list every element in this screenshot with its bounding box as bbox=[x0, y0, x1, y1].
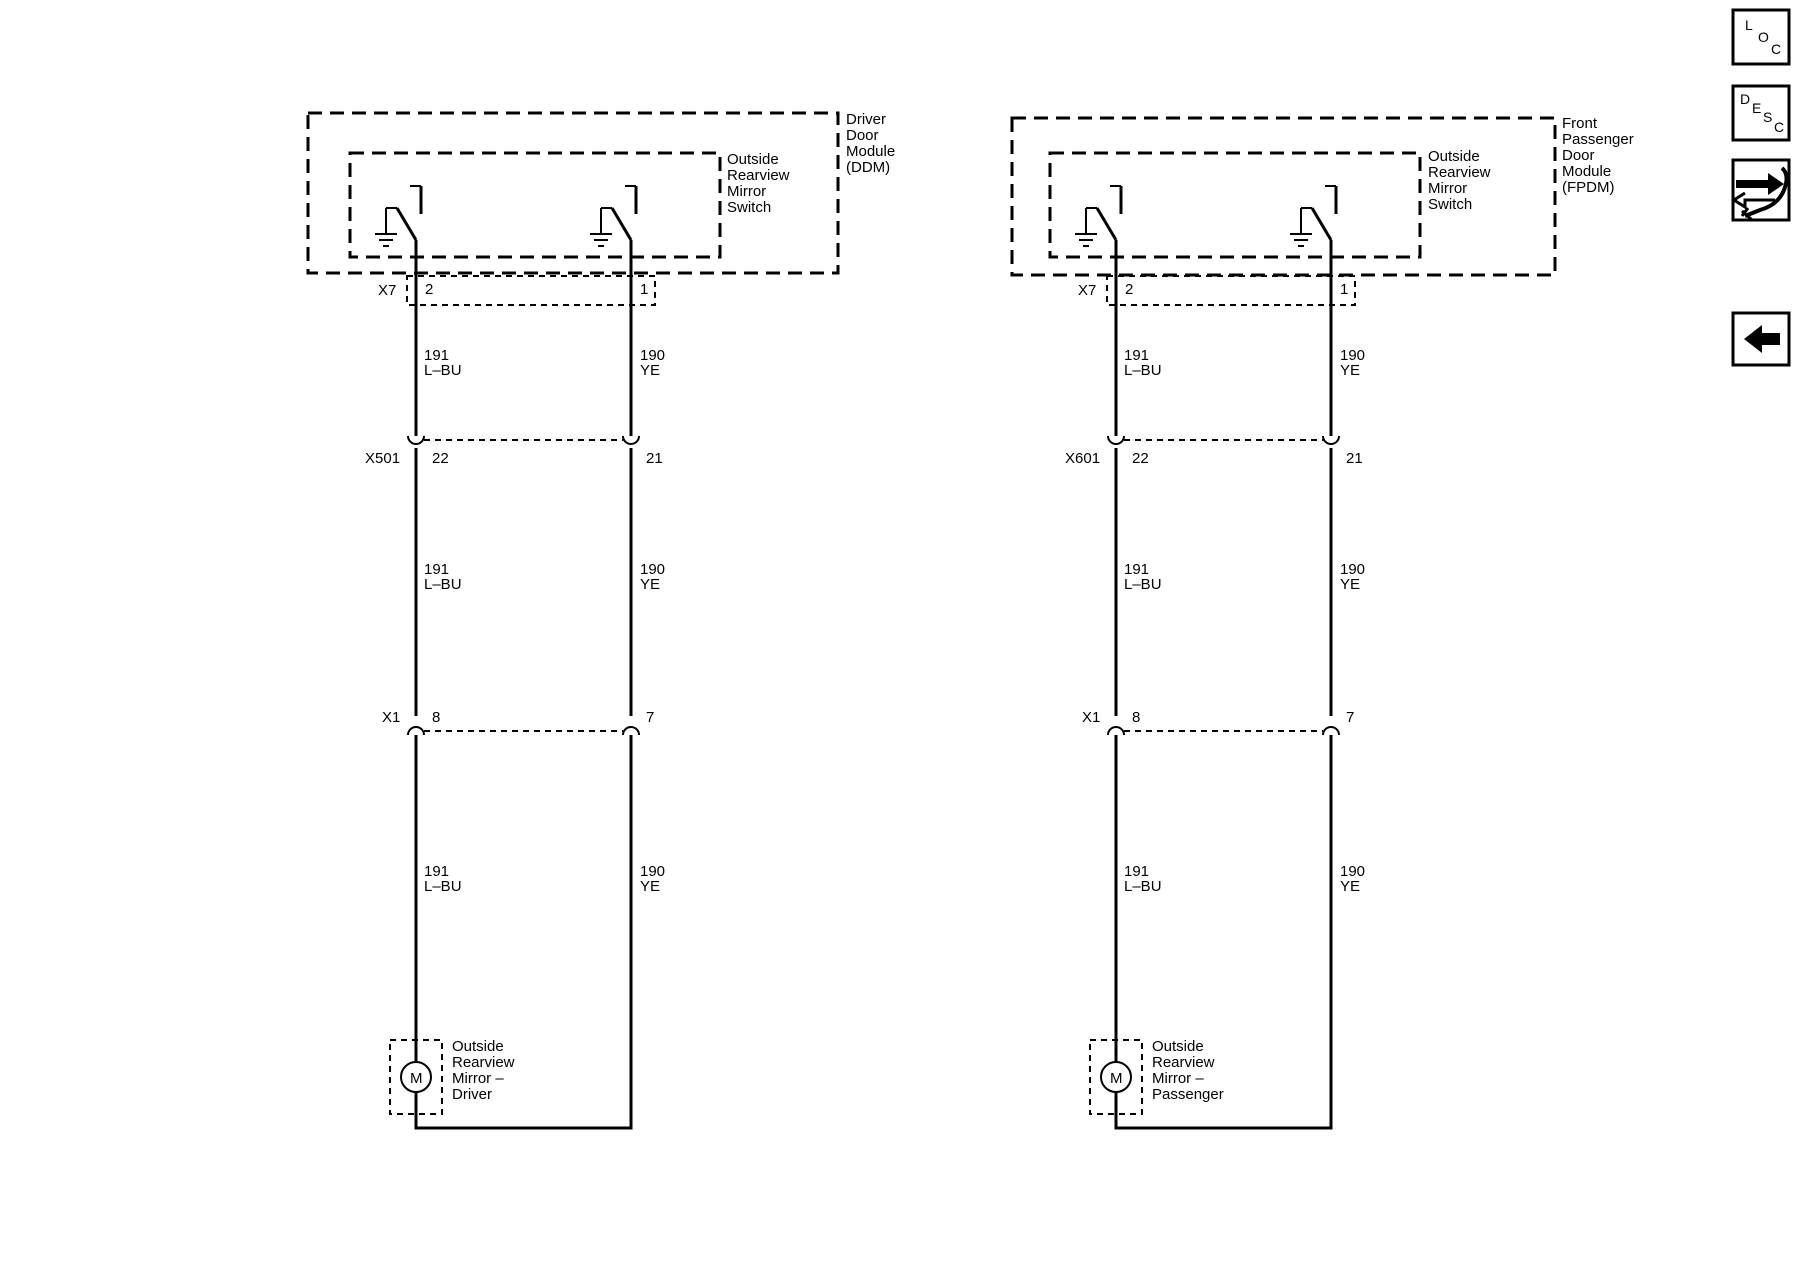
wire-label-left-3: 191 L–BU bbox=[1124, 863, 1162, 895]
connector-x7-pin-left: 2 bbox=[425, 281, 433, 298]
ground-symbol bbox=[1075, 233, 1097, 247]
connector-x601-id: X601 bbox=[1065, 450, 1100, 467]
wire-label-left-1: 191 L–BU bbox=[1124, 347, 1162, 379]
description-button[interactable]: D E S C bbox=[1731, 84, 1791, 142]
connector-x7-pin-left: 2 bbox=[1125, 281, 1133, 298]
svg-text:S: S bbox=[1763, 109, 1772, 125]
passenger-mirror-motor-outline bbox=[1089, 1039, 1143, 1115]
back-button[interactable] bbox=[1731, 311, 1791, 367]
switch-contact-right bbox=[1290, 185, 1338, 247]
switch-contact-right bbox=[590, 185, 638, 247]
motor-symbol: M bbox=[1110, 1070, 1123, 1087]
switch-contact-left bbox=[375, 185, 423, 247]
back-arrow-icon bbox=[1744, 325, 1780, 353]
fpdm-module-label: Front Passenger Door Module (FPDM) bbox=[1562, 115, 1638, 196]
connector-x1-id: X1 bbox=[1082, 709, 1100, 726]
svg-text:C: C bbox=[1771, 41, 1781, 57]
description-icon: D E S C bbox=[1740, 91, 1784, 135]
connector-x601 bbox=[1107, 425, 1340, 445]
wire-label-left-2: 191 L–BU bbox=[424, 561, 462, 593]
motor-icon bbox=[1100, 1061, 1132, 1093]
wire-label-right-3: 190 YE bbox=[640, 863, 669, 895]
wire-191-left bbox=[1114, 240, 1333, 1130]
connector-x501-id: X501 bbox=[365, 450, 400, 467]
connector-x501-pin-right: 21 bbox=[646, 450, 663, 467]
connector-x601-pin-left: 22 bbox=[1132, 450, 1149, 467]
driver-mirror-motor-label: Outside Rearview Mirror – Driver bbox=[452, 1038, 519, 1103]
connector-x601-pin-right: 21 bbox=[1346, 450, 1363, 467]
connector-x7-outline bbox=[406, 275, 656, 306]
driver-mirror-motor-outline bbox=[389, 1039, 443, 1115]
passenger-mirror-motor-label: Outside Rearview Mirror – Passenger bbox=[1152, 1038, 1224, 1103]
connector-x501 bbox=[407, 425, 640, 445]
connector-x7-pin-right: 1 bbox=[640, 281, 648, 298]
connector-x7-pin-right: 1 bbox=[1340, 281, 1348, 298]
svg-text:E: E bbox=[1752, 100, 1761, 116]
wire-label-right-3: 190 YE bbox=[1340, 863, 1369, 895]
wire-191-left bbox=[414, 240, 633, 1130]
diagnostic-tools-icon bbox=[1731, 166, 1789, 222]
connector-x1-pin-right: 7 bbox=[1346, 709, 1354, 726]
connector-x1-pin-left: 8 bbox=[1132, 709, 1140, 726]
diagnostic-tools-button[interactable] bbox=[1731, 158, 1791, 222]
passenger-mirror-switch-outline bbox=[1048, 151, 1422, 259]
wire-label-left-3: 191 L–BU bbox=[424, 863, 462, 895]
wire-label-left-2: 191 L–BU bbox=[1124, 561, 1162, 593]
connector-x7-id: X7 bbox=[378, 282, 396, 299]
ground-symbol bbox=[1290, 233, 1312, 247]
ddm-module-outline bbox=[306, 111, 840, 275]
motor-icon bbox=[400, 1061, 432, 1093]
svg-text:O: O bbox=[1758, 29, 1769, 45]
driver-mirror-switch-label: Outside Rearview Mirror Switch bbox=[727, 151, 794, 216]
svg-text:C: C bbox=[1774, 119, 1784, 135]
connector-x501-pin-left: 22 bbox=[432, 450, 449, 467]
driver-mirror-switch-outline bbox=[348, 151, 722, 259]
svg-text:D: D bbox=[1740, 91, 1750, 107]
passenger-mirror-switch-label: Outside Rearview Mirror Switch bbox=[1428, 148, 1495, 213]
connector-x1 bbox=[1107, 726, 1340, 747]
location-button[interactable]: L O C bbox=[1731, 8, 1791, 66]
connector-x7-id: X7 bbox=[1078, 282, 1096, 299]
ground-symbol bbox=[590, 233, 612, 247]
motor-symbol: M bbox=[410, 1070, 423, 1087]
svg-text:L: L bbox=[1745, 17, 1753, 33]
wire-label-right-1: 190 YE bbox=[1340, 347, 1369, 379]
passenger-circuit: Front Passenger Door Module (FPDM) Outsi… bbox=[1010, 115, 1638, 1130]
ground-symbol bbox=[375, 233, 397, 247]
wire-label-left-1: 191 L–BU bbox=[424, 347, 462, 379]
connector-x7-outline bbox=[1106, 275, 1356, 306]
driver-circuit: Driver Door Module (DDM) Outside Rearvie… bbox=[306, 111, 899, 1130]
fpdm-module-outline bbox=[1010, 116, 1557, 277]
connector-x1 bbox=[407, 726, 640, 747]
connector-x1-pin-right: 7 bbox=[646, 709, 654, 726]
switch-contact-left bbox=[1075, 185, 1123, 247]
connector-x1-pin-left: 8 bbox=[432, 709, 440, 726]
ddm-module-label: Driver Door Module (DDM) bbox=[846, 111, 899, 176]
connector-x1-id: X1 bbox=[382, 709, 400, 726]
wire-label-right-2: 190 YE bbox=[640, 561, 669, 593]
wire-label-right-2: 190 YE bbox=[1340, 561, 1369, 593]
wire-label-right-1: 190 YE bbox=[640, 347, 669, 379]
location-icon: L O C bbox=[1745, 17, 1781, 57]
